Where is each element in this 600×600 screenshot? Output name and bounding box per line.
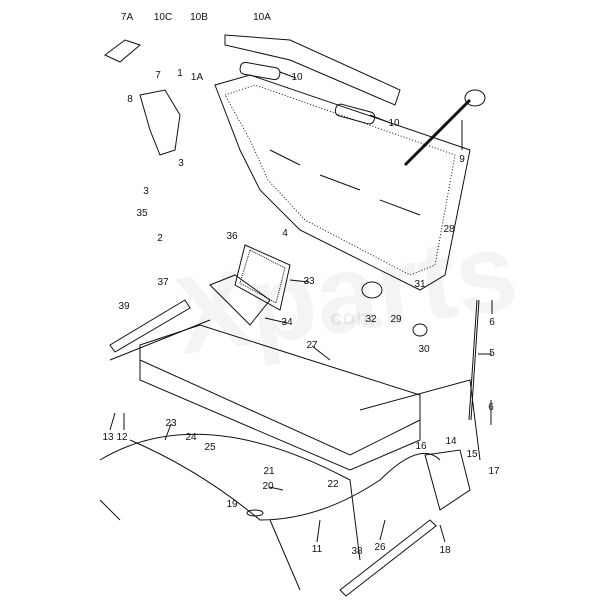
hood-buffer xyxy=(334,103,376,125)
callout-label: 14 xyxy=(445,436,457,447)
body-outline xyxy=(99,433,361,591)
callout-label: 6 xyxy=(489,317,495,328)
callout-label: 27 xyxy=(306,340,318,351)
callout-label: 23 xyxy=(165,418,177,429)
callout-label: 15 xyxy=(466,449,478,460)
callout-label: 39 xyxy=(118,301,130,312)
callout-label: 30 xyxy=(418,344,430,355)
callout-label: 38 xyxy=(351,546,363,557)
callout-label: 10C xyxy=(153,12,173,23)
hood-buffer xyxy=(239,61,281,81)
callout-label: 31 xyxy=(414,279,426,290)
callout-label: 25 xyxy=(204,442,216,453)
callout-label: 21 xyxy=(263,466,275,477)
callout-label: 26 xyxy=(374,542,386,553)
callout-label: 33 xyxy=(303,276,315,287)
callout-label: 3 xyxy=(143,186,149,197)
callout-label: 8 xyxy=(127,94,133,105)
callout-label: 20 xyxy=(262,481,274,492)
bolt xyxy=(403,98,472,167)
callout-label: 12 xyxy=(116,432,128,443)
callout-label: 16 xyxy=(415,441,427,452)
callout-label: 32 xyxy=(365,314,377,325)
callout-label: 36 xyxy=(226,231,238,242)
callout-label: 4 xyxy=(282,228,288,239)
callout-label: 1A xyxy=(190,72,204,83)
release-cable xyxy=(129,439,441,521)
callout-label: 37 xyxy=(157,277,169,288)
callout-label: 11 xyxy=(311,544,323,555)
filter-frame xyxy=(209,274,271,326)
callout-label: 1 xyxy=(177,68,183,79)
callout-label: 10A xyxy=(253,12,271,23)
callout-label: 5 xyxy=(489,348,495,359)
hood-panel xyxy=(214,74,471,291)
callout-label: 19 xyxy=(226,499,238,510)
seal-strip xyxy=(224,34,401,106)
callout-label: 10B xyxy=(190,12,208,23)
pollen-filter xyxy=(234,244,291,311)
callout-label: 18 xyxy=(439,545,451,556)
callout-label: 29 xyxy=(390,314,402,325)
callout-label: 34 xyxy=(281,317,293,328)
callout-label: 7 xyxy=(155,70,161,81)
hood-lock xyxy=(424,449,471,511)
watermark-sub: com xyxy=(330,305,376,330)
trim-strip xyxy=(339,519,437,597)
callout-label: 10 xyxy=(291,72,303,83)
callout-label: 3 xyxy=(178,158,184,169)
callout-label: 35 xyxy=(136,208,148,219)
callout-label: 7A xyxy=(120,12,134,23)
callout-label: 28 xyxy=(443,224,455,235)
callout-label: 9 xyxy=(459,154,465,165)
trim-strip xyxy=(109,299,191,353)
hinge xyxy=(139,89,181,156)
callout-label: 10 xyxy=(388,118,400,129)
callout-label: 6 xyxy=(488,402,494,413)
callout-label: 13 xyxy=(102,432,114,443)
callout-label: 22 xyxy=(327,479,339,490)
plenum-panel xyxy=(139,324,421,471)
clip xyxy=(104,39,141,63)
callout-label: 17 xyxy=(488,466,500,477)
callout-label: 24 xyxy=(185,432,197,443)
callout-label: 2 xyxy=(157,233,163,244)
